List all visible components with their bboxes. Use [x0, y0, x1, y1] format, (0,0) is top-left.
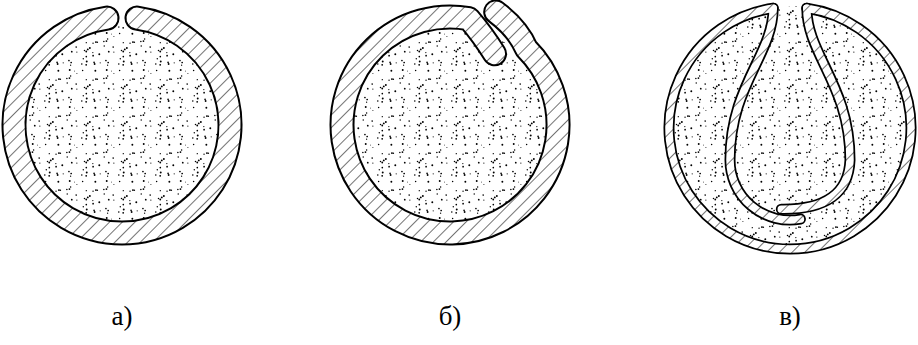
split-ring-figure: [14, 18, 230, 233]
folded-tube-figure: [668, 6, 912, 250]
figure-label: а): [112, 303, 133, 330]
overlap-ring-figure: [342, 12, 558, 233]
figure-label: б): [439, 303, 462, 330]
figure-label: в): [779, 303, 801, 330]
